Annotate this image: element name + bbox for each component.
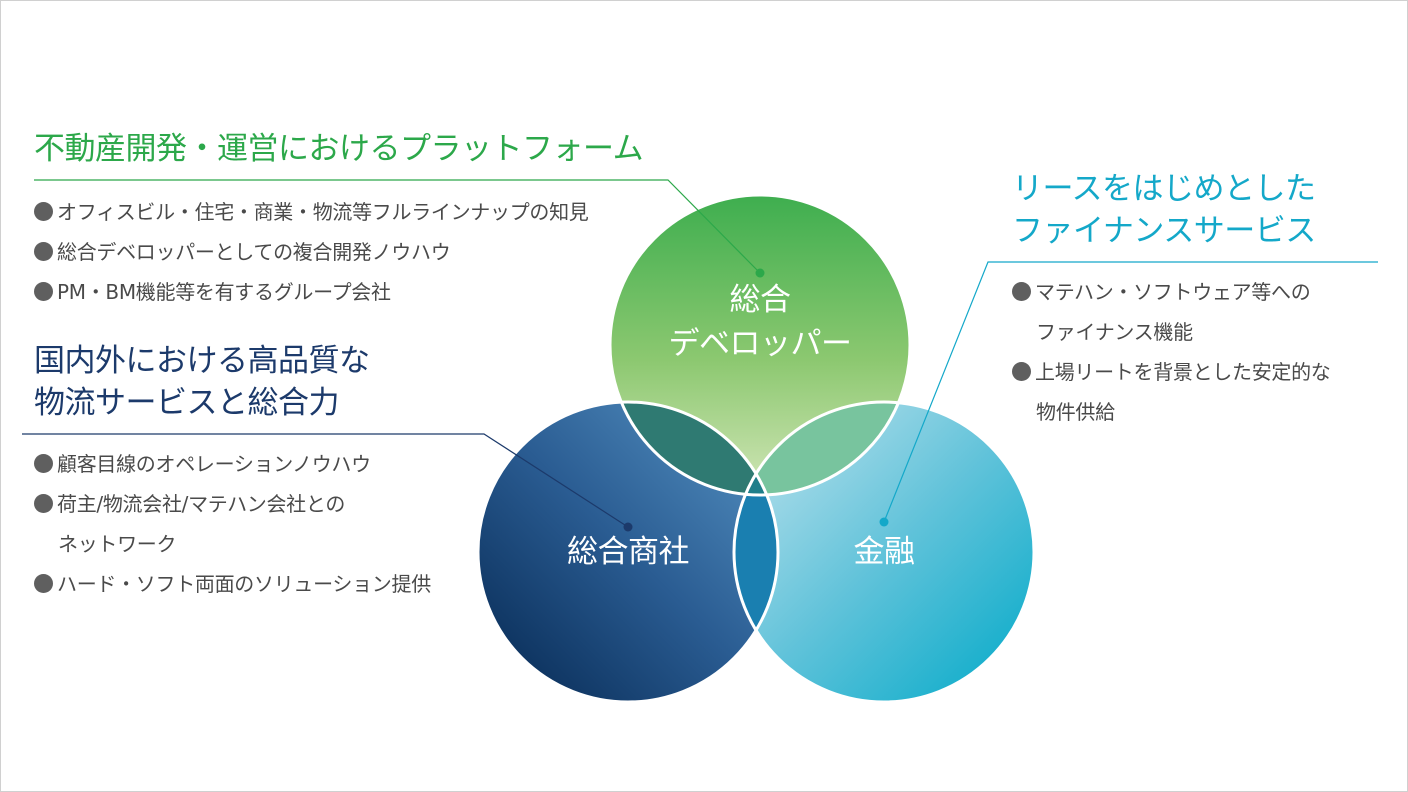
developer-circle-label-line1: 総合 <box>729 282 792 318</box>
finance-circle-label-text: 金融 <box>853 534 916 570</box>
developer-bullet-item: 総合デベロッパーとしての複合開発ノウハウ <box>34 232 589 272</box>
developer-circle-label-line2: デベロッパー <box>668 326 853 362</box>
trading-bullet-item: ハード・ソフト両面のソリューション提供 <box>34 564 431 604</box>
finance-bullet-text: 上場リートを背景とした安定的な <box>1035 360 1331 384</box>
finance-circle-label: 金融 <box>853 530 916 574</box>
developer-circle-outline <box>608 193 912 497</box>
bullet-dot-icon <box>34 242 53 261</box>
bullet-dot-icon <box>34 282 53 301</box>
developer-bullet-text: PM・BM機能等を有するグループ会社 <box>57 280 391 304</box>
finance-bullet-list: マテハン・ソフトウェア等へのファイナンス機能 上場リートを背景とした安定的な物件… <box>1012 272 1331 432</box>
trading-heading-line1: 国内外における高品質な <box>34 343 370 379</box>
trading-bullet-list: 顧客目線のオペレーションノウハウ 荷主/物流会社/マテハン会社とのネットワーク … <box>34 444 431 604</box>
finance-leader-dot <box>879 517 889 527</box>
trading-circle-label: 総合商社 <box>567 530 690 574</box>
developer-bullet-item: PM・BM機能等を有するグループ会社 <box>34 272 589 312</box>
finance-circle-outline <box>732 400 1036 704</box>
finance-leader-line <box>883 261 1378 523</box>
developer-bullet-list: オフィスビル・住宅・商業・物流等フルラインナップの知見 総合デベロッパーとしての… <box>34 192 589 312</box>
trading-circle-outline <box>476 400 780 704</box>
trading-leader-line <box>22 433 629 528</box>
finance-bullet-continuation: ファイナンス機能 <box>1036 320 1193 344</box>
developer-heading-text: 不動産開発・運営におけるプラットフォーム <box>34 131 644 167</box>
developer-heading: 不動産開発・運営におけるプラットフォーム <box>34 128 644 170</box>
bullet-dot-icon <box>34 454 53 473</box>
trading-circle-label-text: 総合商社 <box>567 534 690 570</box>
trading-bullet-item: 顧客目線のオペレーションノウハウ <box>34 444 431 484</box>
trading-heading: 国内外における高品質な 物流サービスと総合力 <box>34 340 370 424</box>
bullet-dot-icon <box>34 202 53 221</box>
finance-bullet-text: マテハン・ソフトウェア等への <box>1035 280 1311 304</box>
trading-bullet-text: 荷主/物流会社/マテハン会社との <box>57 492 346 516</box>
developer-bullet-text: 総合デベロッパーとしての複合開発ノウハウ <box>57 240 451 264</box>
trading-bullet-continuation: ネットワーク <box>58 532 177 556</box>
trading-leader-dot <box>623 522 633 532</box>
finance-heading: リースをはじめとした ファイナンスサービス <box>1012 168 1316 252</box>
trading-bullet-item: 荷主/物流会社/マテハン会社とのネットワーク <box>34 484 431 564</box>
finance-bullet-item: マテハン・ソフトウェア等へのファイナンス機能 <box>1012 272 1331 352</box>
developer-leader-dot <box>755 268 765 278</box>
overlap-developer-trading <box>610 402 778 495</box>
developer-leader-line <box>34 179 761 274</box>
trading-bullet-text: ハード・ソフト両面のソリューション提供 <box>57 572 431 596</box>
bullet-dot-icon <box>1012 362 1031 381</box>
developer-bullet-item: オフィスビル・住宅・商業・物流等フルラインナップの知見 <box>34 192 589 232</box>
overlap-developer-finance <box>734 402 910 495</box>
finance-heading-line1: リースをはじめとした <box>1012 171 1316 207</box>
developer-bullet-text: オフィスビル・住宅・商業・物流等フルラインナップの知見 <box>57 200 589 224</box>
developer-circle-label: 総合 デベロッパー <box>668 278 853 366</box>
bullet-dot-icon <box>34 574 53 593</box>
finance-bullet-continuation: 物件供給 <box>1036 400 1115 424</box>
finance-heading-line2: ファイナンスサービス <box>1012 213 1316 249</box>
bullet-dot-icon <box>34 494 53 513</box>
trading-heading-line2: 物流サービスと総合力 <box>34 385 339 421</box>
finance-bullet-item: 上場リートを背景とした安定的な物件供給 <box>1012 352 1331 432</box>
trading-bullet-text: 顧客目線のオペレーションノウハウ <box>57 452 371 476</box>
bullet-dot-icon <box>1012 282 1031 301</box>
